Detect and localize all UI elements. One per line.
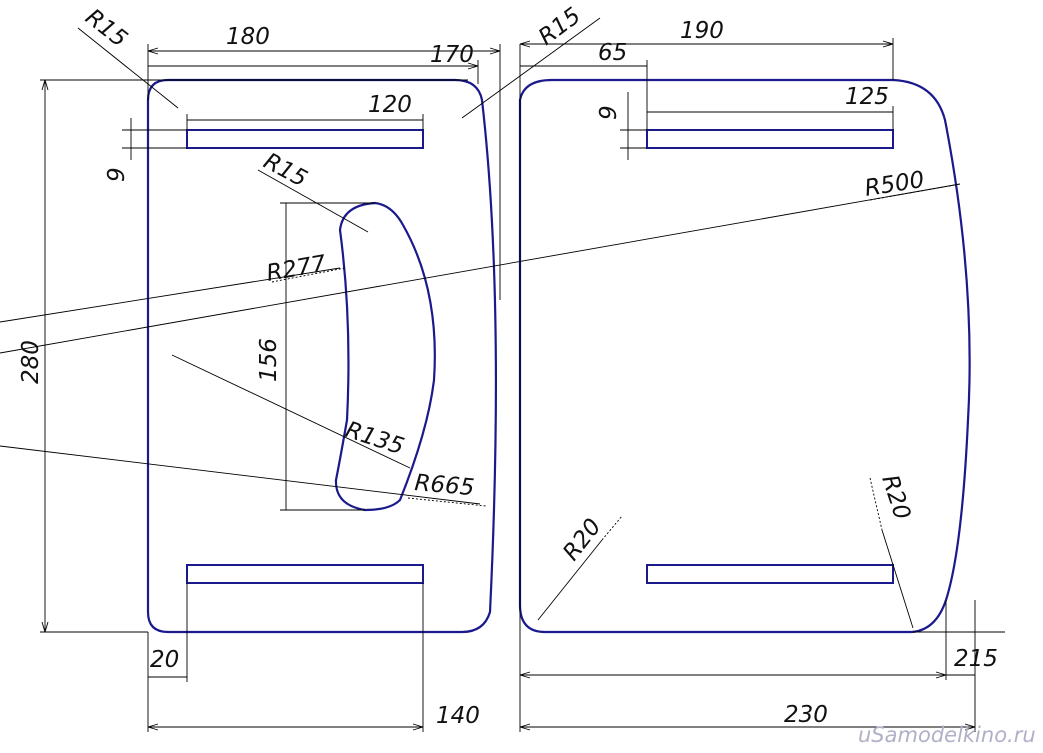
- dim-left-height: 280: [18, 340, 44, 384]
- left-part: 180 170 R15 120 9 280 156: [0, 4, 501, 732]
- dim-right-width-top: 190: [680, 18, 724, 44]
- dim-left-width-bottom: 140: [436, 703, 480, 729]
- left-handle-cutout: [334, 201, 436, 512]
- dim-left-width-top: 180: [226, 24, 270, 50]
- radius-side-arc: R665: [413, 470, 475, 501]
- dim-right-slot-length: 125: [845, 84, 889, 110]
- watermark: uSamodelkino.ru: [858, 723, 1036, 747]
- radius-cutout-inner: R277: [265, 251, 329, 287]
- dim-left-slot-length: 120: [368, 92, 412, 118]
- radius-cutout-corner: R15: [259, 148, 311, 192]
- dim-right-slot-height: 9: [596, 105, 622, 120]
- dim-left-margin: 20: [150, 647, 179, 673]
- dim-left-slot-height: 9: [104, 167, 130, 182]
- dim-cutout-height: 156: [256, 338, 282, 382]
- dim-right-slot-offset: 65: [598, 40, 627, 66]
- right-top-slot: [646, 129, 894, 149]
- dim-left-width-inner: 170: [430, 42, 474, 68]
- dim-right-height: 215: [954, 646, 998, 672]
- radius-right-corner-bottom-right: R20: [876, 472, 915, 523]
- radius-left-corner: R15: [80, 4, 132, 52]
- left-top-slot: [186, 129, 424, 149]
- left-part-outline: [146, 78, 498, 634]
- dim-right-width-bottom: 230: [784, 702, 828, 728]
- right-bottom-slot: [646, 564, 894, 584]
- radius-right-corner-bottom-left: R20: [558, 514, 606, 566]
- left-bottom-slot: [186, 564, 424, 584]
- radius-cutout-lower: R135: [342, 417, 407, 460]
- radius-right-side-arc: R500: [863, 167, 926, 202]
